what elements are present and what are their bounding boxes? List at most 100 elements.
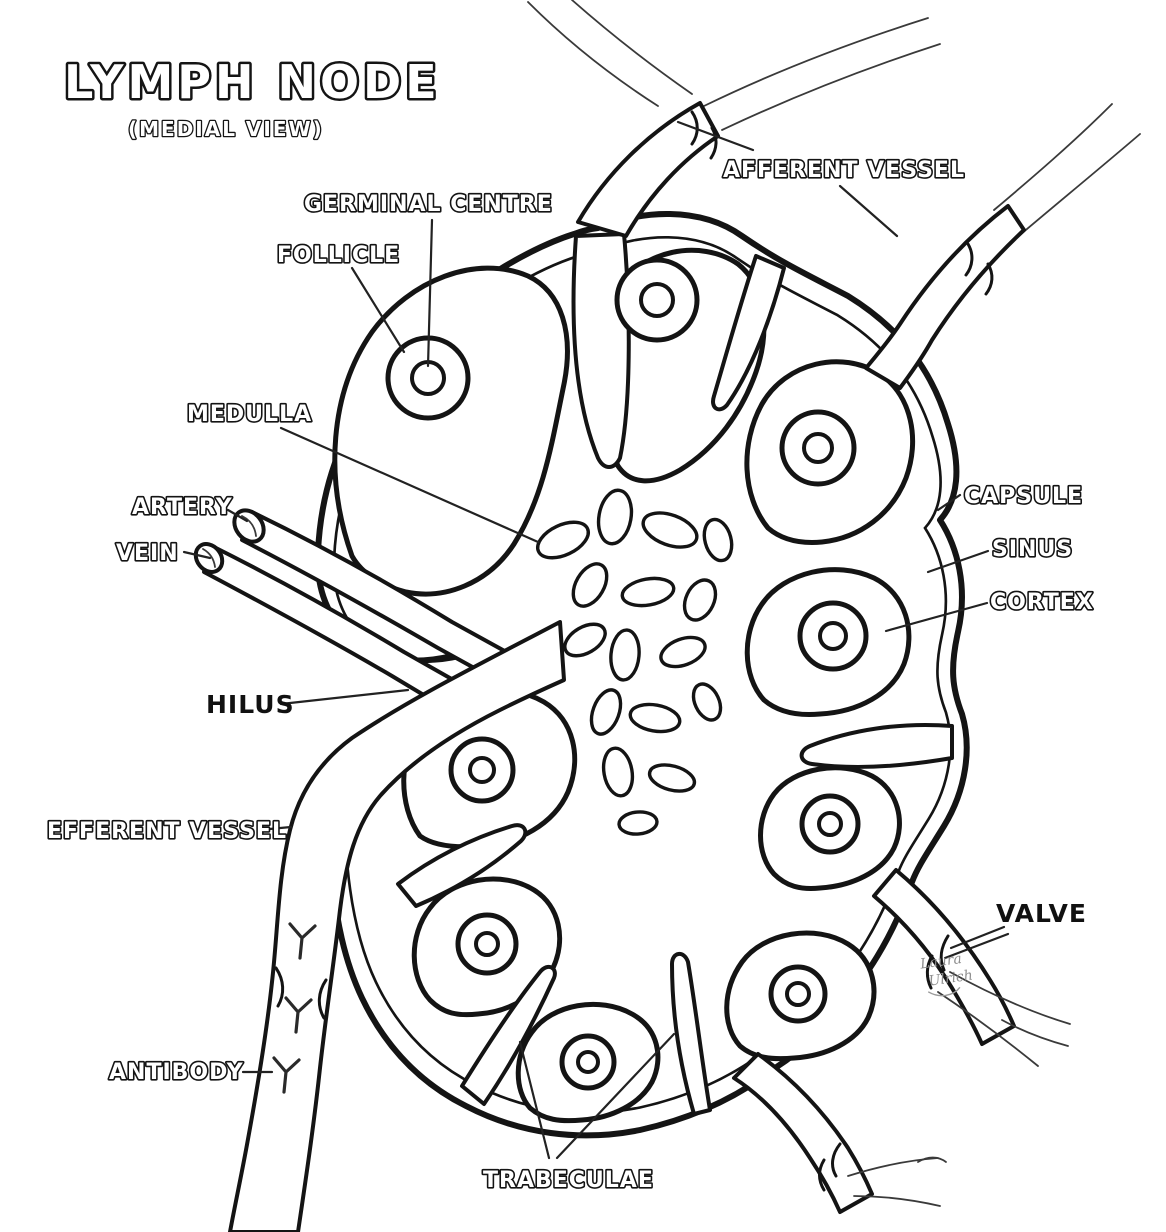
germinal-centre-dot (474, 931, 500, 957)
leader-cortex (884, 601, 989, 633)
vessel-downstream-line (937, 991, 1039, 1067)
leader-valve-2 (943, 932, 1010, 960)
germinal-centre-dot (802, 432, 834, 464)
leader-efferent (257, 825, 293, 832)
leader-artery (226, 508, 249, 523)
valve-flap (939, 934, 950, 972)
afferent-vessel-right (864, 204, 1026, 390)
medullary-cord (628, 702, 682, 734)
label-medulla: MEDULLA (187, 402, 312, 427)
label-valve: VALVE (996, 899, 1087, 928)
medullary-cord (589, 688, 623, 736)
leader-valve-1 (949, 925, 1006, 950)
medullary-cord (702, 517, 734, 563)
germinal-centre-dot (817, 811, 843, 837)
follicles (385, 257, 869, 1091)
label-antibody: ANTIBODY (109, 1060, 244, 1085)
trabecula (799, 722, 954, 769)
bottom-vessel (732, 1052, 874, 1214)
valve-flap (818, 1158, 826, 1192)
valve-flap (925, 954, 934, 990)
signature-flourish (927, 986, 961, 997)
afferent-vessel-upstream-line (993, 103, 1113, 211)
medullary-cord (659, 635, 707, 669)
leader-hilus (279, 688, 410, 706)
antibody-y (272, 1056, 301, 1094)
signature-line-1: Laura (918, 951, 963, 973)
vessels (193, 0, 1141, 1232)
valve-flap (690, 110, 699, 146)
medullary-cord (609, 628, 641, 682)
afferent-vessel-branch-line (527, 1, 659, 107)
valve-flap (831, 1142, 842, 1178)
medullary-cord (641, 511, 699, 549)
medulla-cords (536, 488, 734, 836)
leader-trabeculae-1 (518, 1040, 551, 1160)
medullary-cord (536, 520, 590, 560)
antibody-y (288, 922, 317, 960)
medullary-cord (682, 578, 718, 622)
leader-medulla (279, 426, 540, 544)
label-vein: VEIN (116, 541, 179, 566)
label-capsule: CAPSULE (964, 484, 1083, 509)
afferent-vessel-upstream-line (721, 43, 941, 131)
leader-trabeculae-2 (555, 1032, 676, 1160)
label-follicle: FOLLICLE (277, 243, 400, 268)
label-germinal-centre: GERMINAL CENTRE (304, 192, 553, 217)
vessel-downstream-line (853, 1195, 941, 1207)
vein-lumen-line (202, 548, 216, 568)
trabecula (396, 823, 528, 908)
vessel-downstream-line (1001, 1019, 1069, 1047)
germinal-centre-dot (576, 1050, 600, 1074)
vessel-downstream-line (917, 1156, 947, 1163)
leader-afferent-1 (676, 120, 755, 152)
page-subtitle: (MEDIAL VIEW) (128, 117, 324, 141)
valve-flap (317, 978, 328, 1020)
artist-signature: Laura Ulrich (918, 951, 974, 997)
germinal-centre-dot (785, 981, 811, 1007)
trabecula (711, 254, 786, 412)
germinal-centre-dot (818, 621, 848, 651)
trabeculae-group (396, 232, 954, 1116)
germinal-centre-dot (639, 282, 675, 318)
afferent-vessel-upstream-line (1013, 133, 1141, 241)
leader-lines (182, 120, 1010, 1160)
medullary-cord (617, 810, 659, 836)
medullary-cord (691, 682, 723, 722)
label-efferent-vessel: EFFERENT VESSEL (47, 819, 287, 844)
germinal-centre-dot (468, 756, 496, 784)
valve-flap (709, 126, 718, 160)
medullary-cord (620, 576, 676, 608)
vessel-downstream-line (949, 971, 1071, 1025)
leader-germinal-centre (426, 218, 434, 368)
cortex-lobe (332, 265, 570, 597)
page-title: LYMPH NODE (64, 55, 441, 109)
antibodies (272, 922, 317, 1094)
label-afferent-vessel: AFFERENT VESSEL (723, 158, 965, 183)
medullary-cord (601, 746, 635, 798)
trabecula (460, 964, 557, 1106)
medullary-cord (563, 622, 607, 658)
leader-follicle (350, 266, 406, 354)
valve-flap (274, 966, 285, 1008)
vessel-downstream-line (847, 1157, 939, 1177)
afferent-vessel-upstream-line (703, 17, 929, 107)
labels: LYMPH NODE (MEDIAL VIEW) GERMINAL CENTRE… (45, 53, 1094, 1195)
afferent-vessel-top (576, 101, 720, 238)
label-hilus: HILUS (206, 690, 295, 719)
leader-sinus (926, 549, 990, 574)
valve-flap (984, 262, 994, 296)
artery-lumen-line (241, 515, 257, 537)
medullary-cord (647, 763, 697, 793)
leader-capsule (936, 493, 962, 512)
afferent-vessel-branch-line (571, 0, 693, 95)
antibody-y (284, 996, 313, 1034)
valve-flap (964, 242, 974, 277)
leader-vein (182, 550, 212, 560)
signature-line-2: Ulrich (928, 968, 974, 990)
medullary-cord (596, 488, 634, 546)
label-cortex: CORTEX (990, 590, 1094, 615)
leader-afferent-2 (838, 184, 899, 238)
